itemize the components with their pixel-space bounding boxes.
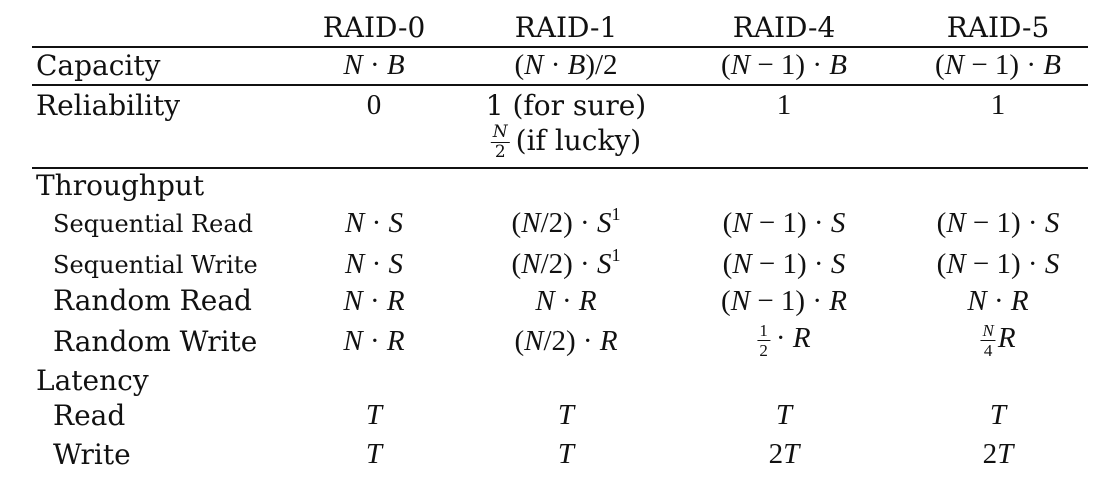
seq-write-raid-4: (N − 1) · S — [722, 248, 846, 280]
rand-write-raid-1: (N/2) · R — [514, 325, 618, 357]
rand-read-raid-1: N · R — [535, 285, 597, 317]
reliability-raid-1-sure: 1 (for sure) — [485, 89, 647, 122]
seq-write-raid-1: (N/2) · S1 — [511, 245, 621, 280]
seq-read-raid-0: N · S — [344, 207, 404, 239]
header-raid-4: RAID-4 — [732, 11, 836, 44]
row-label-read: Read — [53, 399, 126, 432]
header-raid-5: RAID-5 — [946, 11, 1050, 44]
seq-read-raid-1: (N/2) · S1 — [511, 204, 621, 239]
header-raid-1: RAID-1 — [514, 11, 618, 44]
seq-write-raid-0: N · S — [344, 248, 404, 280]
row-label-throughput: Throughput — [36, 169, 205, 202]
row-label-random-read: Random Read — [53, 284, 252, 317]
row-label-latency: Latency — [36, 364, 149, 397]
rule-header — [32, 46, 1088, 48]
row-label-sequential-write: Sequential Write — [53, 251, 258, 279]
reliability-raid-4: 1 — [776, 89, 792, 121]
capacity-raid-0: N · B — [343, 49, 405, 81]
seq-read-raid-4: (N − 1) · S — [722, 207, 846, 239]
latency-read-raid-0: T — [365, 399, 383, 431]
rand-read-raid-4: (N − 1) · R — [721, 285, 847, 317]
rand-write-raid-0: N · R — [343, 325, 405, 357]
latency-write-raid-5: 2T — [982, 438, 1014, 470]
capacity-raid-4: (N − 1) · B — [721, 49, 847, 81]
latency-read-raid-5: T — [989, 399, 1007, 431]
row-label-sequential-read: Sequential Read — [53, 210, 254, 238]
rule-reliability — [32, 167, 1088, 169]
header-raid-0: RAID-0 — [322, 11, 426, 44]
rule-capacity — [32, 84, 1088, 86]
reliability-raid-5: 1 — [990, 89, 1006, 121]
rand-read-raid-0: N · R — [343, 285, 405, 317]
seq-read-raid-5: (N − 1) · S — [936, 207, 1060, 239]
latency-read-raid-4: T — [775, 399, 793, 431]
row-label-random-write: Random Write — [53, 325, 258, 358]
row-label-reliability: Reliability — [36, 89, 181, 122]
seq-write-raid-5: (N − 1) · S — [936, 248, 1060, 280]
capacity-raid-1: (N · B)/2 — [514, 49, 618, 81]
latency-write-raid-0: T — [365, 438, 383, 470]
capacity-raid-5: (N − 1) · B — [935, 49, 1061, 81]
reliability-raid-0: 0 — [366, 89, 382, 121]
row-label-write: Write — [53, 438, 131, 471]
latency-write-raid-4: 2T — [768, 438, 800, 470]
rand-read-raid-5: N · R — [967, 285, 1029, 317]
row-label-capacity: Capacity — [36, 49, 161, 82]
latency-write-raid-1: T — [557, 438, 575, 470]
latency-read-raid-1: T — [557, 399, 575, 431]
